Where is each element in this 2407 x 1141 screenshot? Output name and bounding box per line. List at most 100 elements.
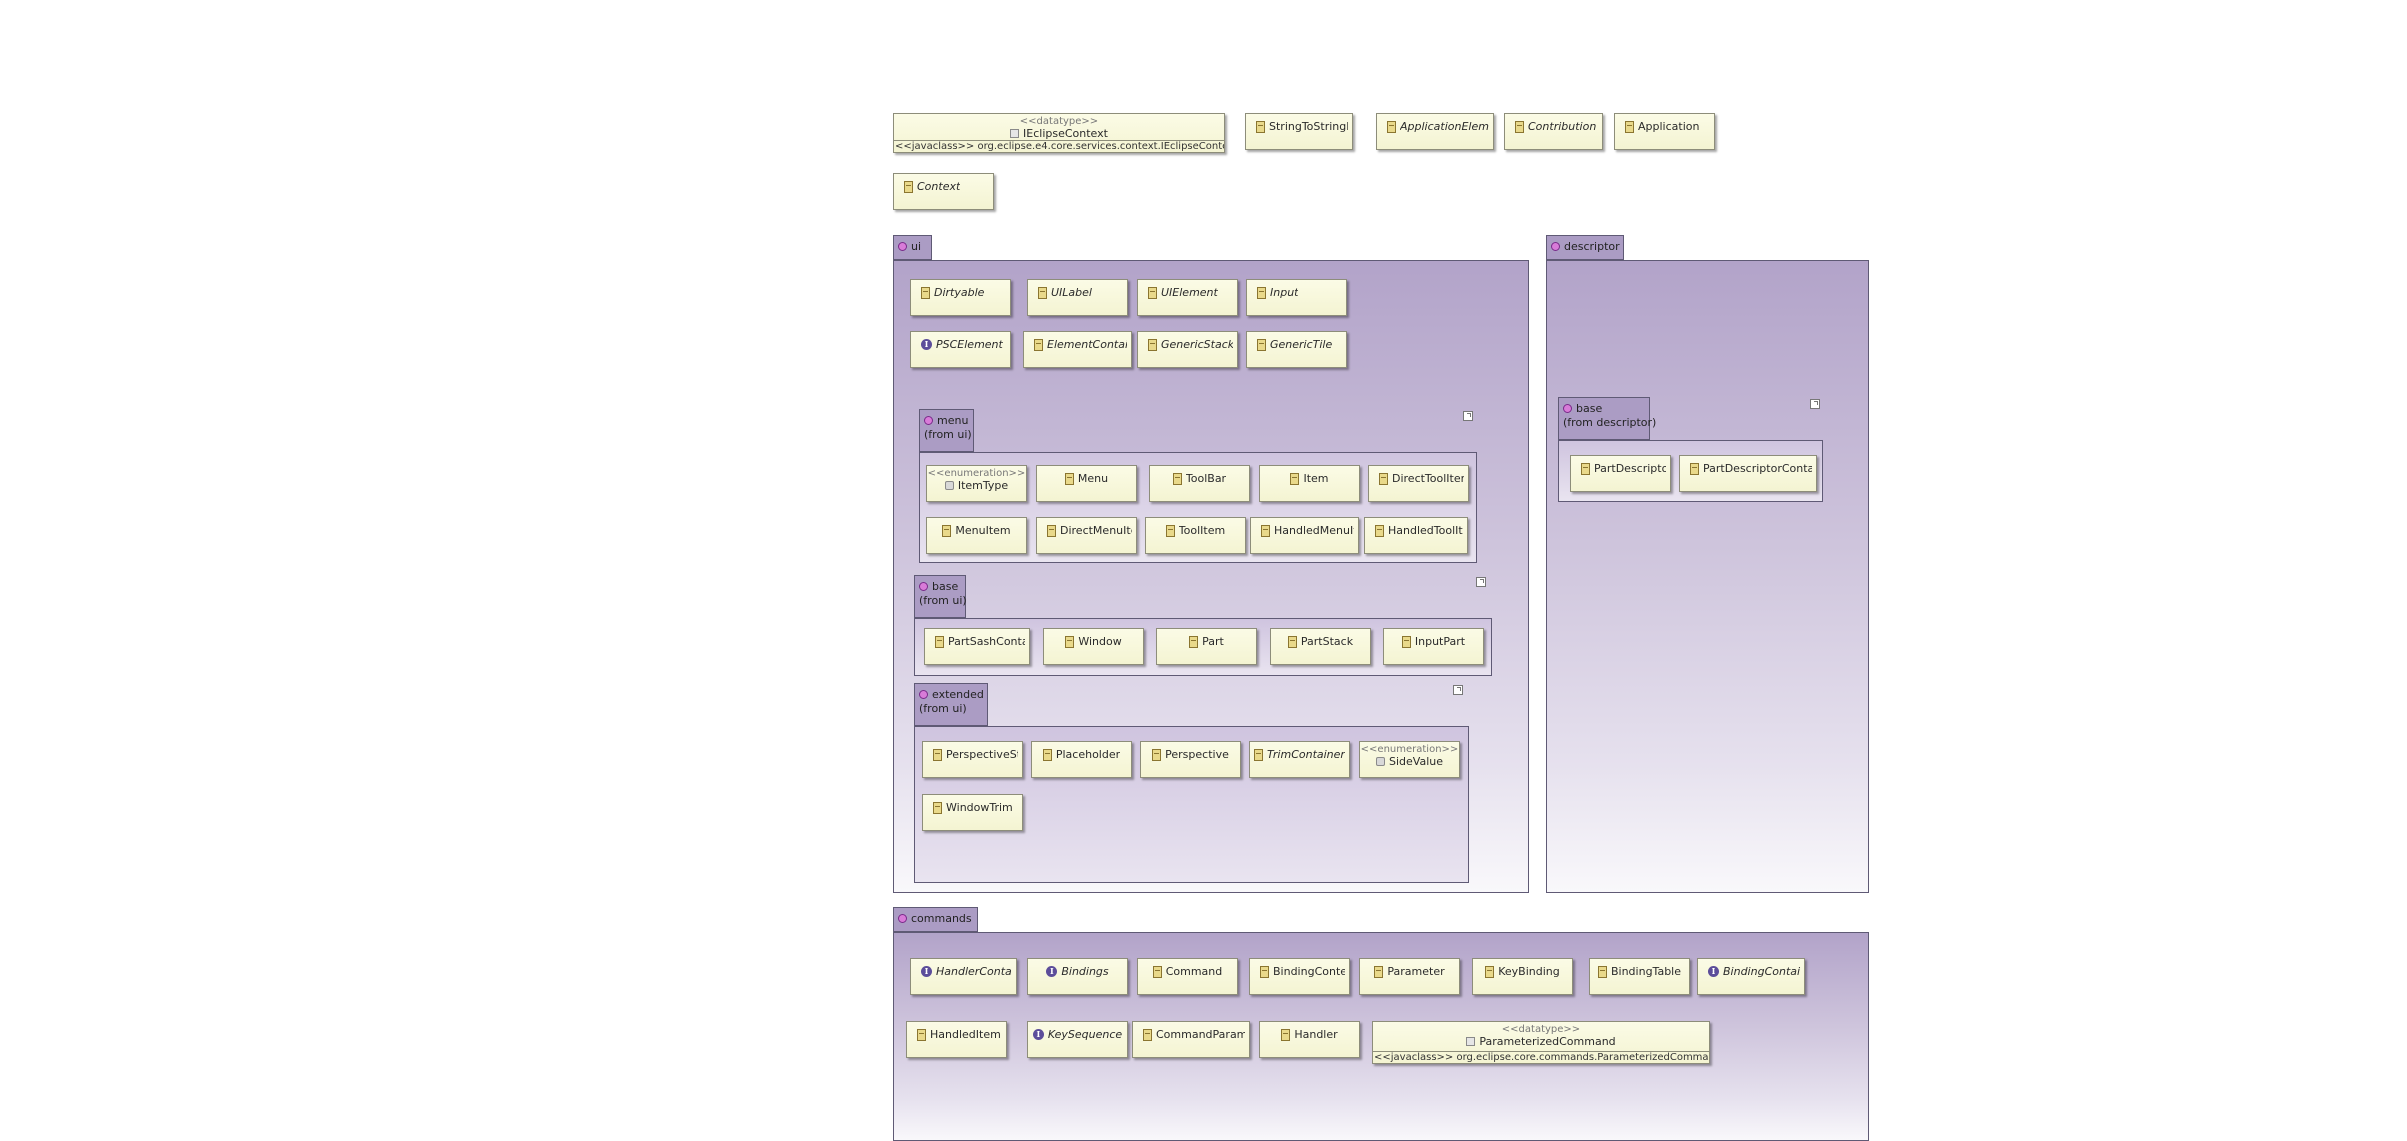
class-menu[interactable]: Menu [1036, 465, 1137, 502]
class-name: DirectMenuItem [1060, 524, 1132, 537]
enum-icon [944, 481, 954, 490]
class-name: Placeholder [1055, 748, 1121, 761]
class-context[interactable]: Context [893, 173, 994, 210]
note-icon[interactable] [1476, 577, 1486, 587]
enum-stereotype: <<enumeration>> [927, 468, 1026, 479]
class-bindingcontext[interactable]: BindingContext [1249, 958, 1350, 995]
class-icon [1581, 462, 1590, 475]
class-generictile[interactable]: GenericTile [1246, 331, 1347, 368]
class-applicationelement[interactable]: ApplicationElement [1376, 113, 1494, 150]
class-windowtrim[interactable]: WindowTrim [922, 794, 1023, 831]
class-partstack[interactable]: PartStack [1270, 628, 1371, 665]
class-icon [1064, 472, 1074, 485]
class-handledtoolitem[interactable]: HandledToolItem [1364, 517, 1468, 554]
class-ieclipsecontext[interactable]: <<datatype>> IEclipseContext <<javaclass… [893, 113, 1225, 153]
class-genericstack[interactable]: GenericStack [1137, 331, 1238, 368]
class-icon [942, 524, 952, 537]
class-handleditem[interactable]: HandledItem [906, 1021, 1007, 1058]
class-partdescriptorcontainer[interactable]: PartDescriptorContainer [1679, 455, 1817, 492]
class-icon [1260, 965, 1269, 978]
class-toolbar[interactable]: ToolBar [1149, 465, 1250, 502]
package-icon [898, 914, 907, 923]
note-icon[interactable] [1810, 399, 1820, 409]
class-placeholder[interactable]: Placeholder [1031, 741, 1132, 778]
class-perspective[interactable]: Perspective [1140, 741, 1241, 778]
class-part[interactable]: Part [1156, 628, 1257, 665]
class-window[interactable]: Window [1043, 628, 1144, 665]
class-inputpart[interactable]: InputPart [1383, 628, 1484, 665]
class-commandparameter[interactable]: CommandParameter [1132, 1021, 1250, 1058]
package-tab-extended[interactable]: extended (from ui) [914, 683, 988, 726]
class-uielement[interactable]: UIElement [1137, 279, 1238, 316]
class-directmenuitem[interactable]: DirectMenuItem [1036, 517, 1137, 554]
package-icon [1563, 404, 1572, 413]
interface-bindingcontainer[interactable]: IBindingContainer [1697, 958, 1805, 995]
class-command[interactable]: Command [1137, 958, 1238, 995]
class-elementcontainer[interactable]: ElementContainer [1023, 331, 1132, 368]
package-tab-base[interactable]: base (from ui) [914, 575, 967, 618]
package-tab-descriptor-base[interactable]: base (from descriptor) [1558, 397, 1657, 440]
class-name: Contribution [1528, 120, 1597, 133]
class-name: Context [917, 180, 961, 193]
class-icon [935, 635, 944, 648]
package-tab-descriptor[interactable]: descriptor [1546, 235, 1624, 260]
class-icon [921, 286, 930, 299]
class-parameter[interactable]: Parameter [1359, 958, 1460, 995]
class-contribution[interactable]: Contribution [1504, 113, 1603, 150]
class-icon [1290, 472, 1300, 485]
class-menuitem[interactable]: MenuItem [926, 517, 1027, 554]
enum-itemtype[interactable]: <<enumeration>> ItemType [926, 465, 1027, 502]
package-tab-commands[interactable]: commands [893, 907, 978, 932]
note-icon[interactable] [1453, 685, 1463, 695]
class-partsashcontainer[interactable]: PartSashContainer [924, 628, 1030, 665]
interface-icon: I [921, 339, 932, 350]
interface-icon: I [1708, 966, 1719, 977]
class-perspectivestack[interactable]: PerspectiveStack [922, 741, 1023, 778]
class-parameterizedcommand[interactable]: <<datatype>> ParameterizedCommand <<java… [1372, 1021, 1710, 1064]
class-keybinding[interactable]: KeyBinding [1472, 958, 1573, 995]
class-toolitem[interactable]: ToolItem [1145, 517, 1246, 554]
note-icon[interactable] [1463, 411, 1473, 421]
class-icon [1287, 635, 1297, 648]
class-trimcontainer[interactable]: TrimContainer [1249, 741, 1350, 778]
class-name: Item [1303, 472, 1329, 485]
class-name: Handler [1294, 1028, 1338, 1041]
class-stringtostringmap[interactable]: StringToStringMap [1245, 113, 1353, 150]
class-name: StringToStringMap [1269, 120, 1348, 133]
package-from: (from ui) [919, 594, 967, 607]
class-icon [1261, 524, 1270, 537]
class-partdescriptor[interactable]: PartDescriptor [1570, 455, 1671, 492]
interface-handlercontainer[interactable]: IHandlerContainer [910, 958, 1017, 995]
package-tab-ui[interactable]: ui [893, 235, 932, 260]
class-bindingtable[interactable]: BindingTable [1589, 958, 1690, 995]
package-descriptor [1546, 260, 1869, 893]
interface-pscelement[interactable]: I PSCElement [910, 331, 1011, 368]
class-icon [933, 801, 942, 814]
class-icon [1034, 338, 1043, 351]
package-icon [898, 242, 907, 251]
enum-stereotype: <<enumeration>> [1360, 744, 1459, 755]
javaclass-label: <<javaclass>> org.eclipse.core.commands.… [1373, 1051, 1709, 1063]
class-name: PSCElement [936, 338, 1003, 351]
class-icon [1690, 462, 1699, 475]
class-input[interactable]: Input [1246, 279, 1347, 316]
package-tab-menu[interactable]: menu (from ui) [919, 409, 974, 452]
package-from: (from descriptor) [1563, 416, 1657, 429]
class-icon [1515, 120, 1524, 133]
class-dirtyable[interactable]: Dirtyable [910, 279, 1011, 316]
class-uilabel[interactable]: UILabel [1027, 279, 1128, 316]
class-name: PartDescriptor [1594, 462, 1666, 475]
class-icon [1257, 286, 1266, 299]
class-name: Application [1638, 120, 1700, 133]
class-name: Input [1270, 286, 1299, 299]
class-name: TrimContainer [1267, 748, 1345, 761]
class-handledmenuitem[interactable]: HandledMenuItem [1250, 517, 1359, 554]
class-application[interactable]: Application [1614, 113, 1715, 150]
class-directtoolitem[interactable]: DirectToolItem [1368, 465, 1469, 502]
class-name: Bindings [1061, 965, 1109, 978]
enum-sidevalue[interactable]: <<enumeration>> SideValue [1359, 741, 1460, 778]
class-handler[interactable]: Handler [1259, 1021, 1360, 1058]
class-item[interactable]: Item [1259, 465, 1360, 502]
